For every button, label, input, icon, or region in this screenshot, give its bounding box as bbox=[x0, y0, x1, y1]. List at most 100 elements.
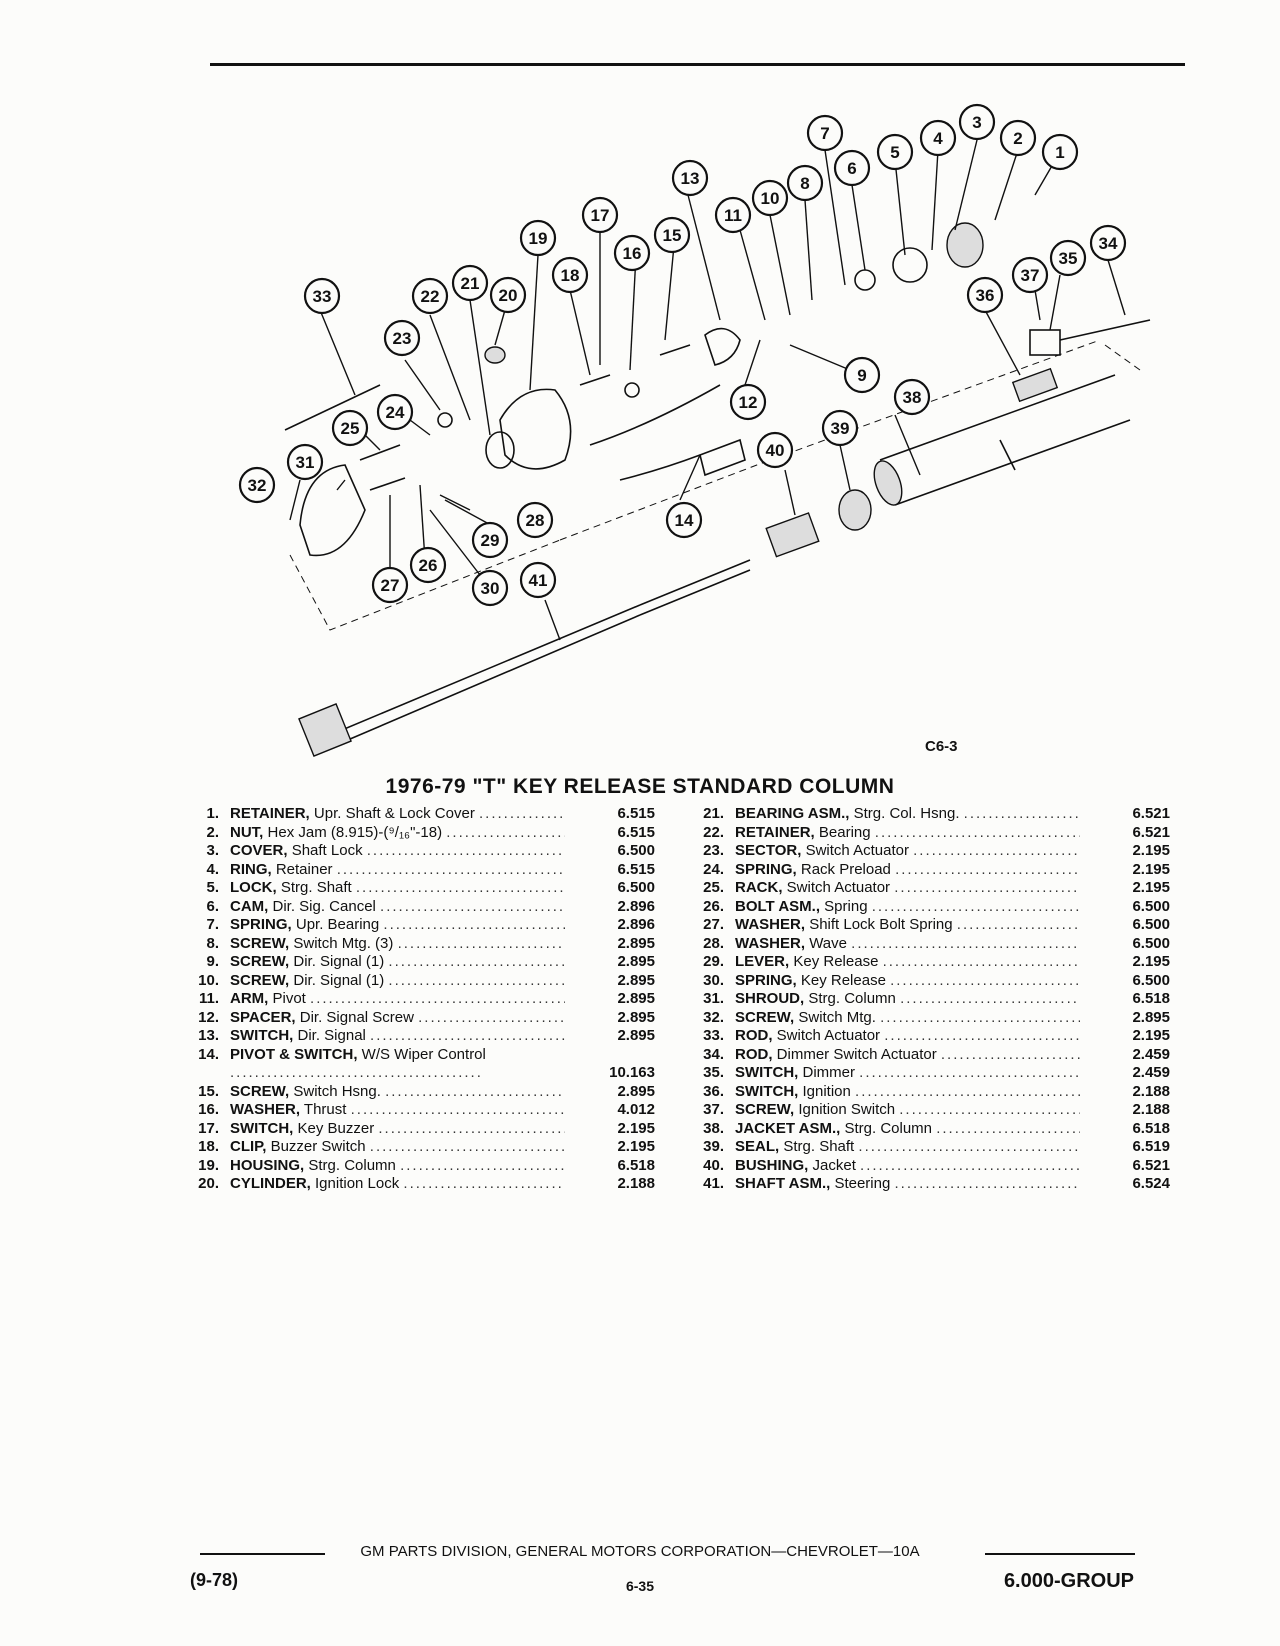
part-row: 38.JACKET ASM., Strg. Column ...........… bbox=[680, 1120, 1170, 1139]
part-row: 25.RACK, Switch Actuator ...............… bbox=[680, 879, 1170, 898]
part-name: JACKET ASM., bbox=[735, 1119, 841, 1137]
part-number: 7. bbox=[206, 916, 219, 933]
part-number: 37. bbox=[703, 1101, 724, 1118]
svg-text:19: 19 bbox=[529, 229, 548, 248]
part-row: 31.SHROUD, Strg. Column ................… bbox=[680, 990, 1170, 1009]
part-number: 22. bbox=[703, 823, 724, 841]
part-row: 29.LEVER, Key Release ..................… bbox=[680, 953, 1170, 972]
group-number: 2.195 bbox=[1132, 953, 1170, 970]
part-name: CLIP, bbox=[230, 1138, 267, 1155]
part-row: 14.PIVOT & SWITCH, W/S Wiper Control ...… bbox=[175, 1046, 655, 1083]
callout-25: 25 bbox=[331, 409, 369, 447]
group-number: 2.188 bbox=[1132, 1101, 1170, 1118]
callout-18: 18 bbox=[551, 256, 589, 294]
part-number: 18. bbox=[198, 1138, 219, 1155]
part-name: SPACER, bbox=[230, 1008, 296, 1026]
group-number: 2.895 bbox=[617, 953, 655, 970]
group-number: 2.459 bbox=[1132, 1064, 1170, 1081]
part-name: SCREW, bbox=[735, 1008, 795, 1026]
callout-39: 39 bbox=[821, 409, 859, 447]
part-row: 17.SWITCH, Key Buzzer ..................… bbox=[175, 1120, 655, 1139]
exploded-view-diagram: 1 2 3 4 5 6 7 8 9 10 11 12 13 14 15 16 1… bbox=[238, 103, 1151, 757]
part-row: 22.RETAINER, Bearing ...................… bbox=[680, 824, 1170, 843]
group-number: 6.500 bbox=[1132, 934, 1170, 952]
part-row: 41.SHAFT ASM., Steering ................… bbox=[680, 1175, 1170, 1194]
part-number: 20. bbox=[198, 1175, 219, 1192]
group-number: 2.188 bbox=[1132, 1082, 1170, 1100]
top-rule bbox=[210, 63, 1185, 66]
part-description: Jacket bbox=[812, 1156, 856, 1174]
group-number: 2.195 bbox=[1132, 842, 1170, 859]
group-number: 2.459 bbox=[1132, 1045, 1170, 1063]
footer-group: 6.000-GROUP bbox=[1003, 1570, 1134, 1592]
svg-text:38: 38 bbox=[903, 388, 922, 407]
group-number: 6.521 bbox=[1132, 823, 1170, 841]
group-number: 2.195 bbox=[1132, 860, 1170, 878]
part-name: WASHER, bbox=[735, 934, 806, 952]
part-description: Thrust bbox=[303, 1101, 347, 1118]
part-description: Ignition bbox=[802, 1082, 851, 1100]
callout-37: 37 bbox=[1011, 256, 1049, 294]
part-name: CYLINDER, bbox=[230, 1175, 311, 1192]
svg-text:3: 3 bbox=[972, 113, 981, 132]
svg-text:29: 29 bbox=[481, 531, 500, 550]
part-name: LEVER, bbox=[735, 953, 790, 970]
part-number: 14. bbox=[198, 1045, 219, 1063]
callout-32: 32 bbox=[238, 466, 276, 504]
part-number: 25. bbox=[703, 879, 724, 896]
part-description: Strg. Col. Hsng. bbox=[853, 805, 960, 822]
part-row: 13.SWITCH, Dir. Signal .................… bbox=[175, 1027, 655, 1046]
part-description: Rack Preload bbox=[800, 860, 891, 878]
parts-list-left: 1.RETAINER, Upr. Shaft & Lock Cover ....… bbox=[175, 805, 655, 1194]
svg-text:39: 39 bbox=[831, 419, 850, 438]
part-row: 40.BUSHING, Jacket .....................… bbox=[680, 1157, 1170, 1176]
svg-text:7: 7 bbox=[820, 124, 829, 143]
svg-text:15: 15 bbox=[663, 226, 682, 245]
leader-lines bbox=[289, 139, 1126, 641]
part-number: 38. bbox=[703, 1119, 724, 1137]
part-description: Strg. Column bbox=[308, 1156, 396, 1174]
callout-31: 31 bbox=[286, 443, 324, 481]
part-row: 34.ROD, Dimmer Switch Actuator .........… bbox=[680, 1046, 1170, 1065]
part-name: SCREW, bbox=[735, 1101, 795, 1118]
group-number: 2.895 bbox=[617, 1082, 655, 1100]
callout-5: 5 bbox=[876, 133, 914, 171]
group-number: 2.895 bbox=[617, 1027, 655, 1044]
part-row: 15.SCREW, Switch Hsng. .................… bbox=[175, 1083, 655, 1102]
exploded-parts bbox=[284, 222, 1151, 757]
part-number: 11. bbox=[198, 990, 219, 1007]
part-description: Dir. Signal bbox=[297, 1027, 366, 1044]
svg-text:33: 33 bbox=[313, 287, 332, 306]
svg-text:14: 14 bbox=[675, 511, 694, 530]
part-name: HOUSING, bbox=[230, 1156, 305, 1174]
group-number: 2.896 bbox=[617, 897, 655, 915]
part-row: 3.COVER, Shaft Lock ....................… bbox=[175, 842, 655, 861]
callout-10: 10 bbox=[751, 179, 789, 217]
svg-text:2: 2 bbox=[1013, 129, 1022, 148]
callout-27: 27 bbox=[371, 566, 409, 604]
svg-text:8: 8 bbox=[800, 174, 809, 193]
group-number: 2.895 bbox=[617, 971, 655, 989]
svg-text:13: 13 bbox=[681, 169, 700, 188]
part-row: 20.CYLINDER, Ignition Lock .............… bbox=[175, 1175, 655, 1194]
group-number: 2.195 bbox=[617, 1138, 655, 1155]
part-name: ROD, bbox=[735, 1045, 773, 1063]
group-number: 6.518 bbox=[1132, 990, 1170, 1007]
group-number: 10.163 bbox=[609, 1064, 655, 1081]
part-number: 39. bbox=[703, 1138, 724, 1155]
part-name: SPRING, bbox=[230, 916, 292, 933]
part-number: 24. bbox=[703, 860, 724, 878]
part-row: 26.BOLT ASM., Spring ...................… bbox=[680, 898, 1170, 917]
group-number: 6.524 bbox=[1132, 1175, 1170, 1192]
part-row: 39.SEAL, Strg. Shaft ...................… bbox=[680, 1138, 1170, 1157]
part-name: RETAINER, bbox=[735, 823, 815, 841]
callout-3: 3 bbox=[958, 103, 996, 141]
part-row: 5.LOCK, Strg. Shaft ....................… bbox=[175, 879, 655, 898]
part-number: 23. bbox=[703, 842, 724, 859]
part-number: 33. bbox=[703, 1027, 724, 1044]
callout-36: 36 bbox=[966, 276, 1004, 314]
part-name: RACK, bbox=[735, 879, 783, 896]
callout-23: 23 bbox=[383, 319, 421, 357]
part-number: 30. bbox=[703, 971, 724, 989]
part-name: COVER, bbox=[230, 842, 288, 859]
